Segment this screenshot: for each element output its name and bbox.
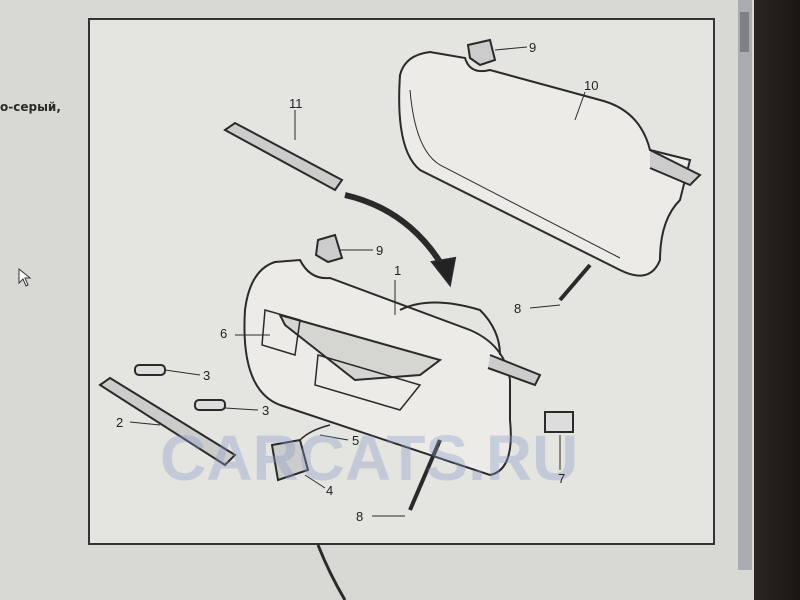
callout-9-upper: 9 xyxy=(529,40,536,55)
callout-6: 6 xyxy=(220,326,227,341)
mouse-cursor-icon xyxy=(18,267,32,292)
callout-8-lower: 8 xyxy=(356,509,363,524)
scrollbar[interactable] xyxy=(738,0,752,570)
callout-10: 10 xyxy=(584,78,598,93)
monitor-bezel xyxy=(754,0,800,600)
bulb-3a xyxy=(134,364,166,376)
socket-4 xyxy=(270,438,310,482)
direction-arrow xyxy=(344,192,448,272)
side-caption-text: о-серый, xyxy=(0,100,61,114)
callout-3a: 3 xyxy=(203,368,210,383)
clip-lower xyxy=(314,233,344,264)
watermark: CARCATS.RU xyxy=(160,422,578,494)
bulb-3b xyxy=(194,399,226,411)
callout-9-lower: 9 xyxy=(376,243,383,258)
callout-4: 4 xyxy=(326,483,333,498)
sun-visor-lower xyxy=(243,258,542,477)
screw-8-lower xyxy=(408,439,442,511)
callout-3b: 3 xyxy=(262,403,269,418)
callout-8-upper: 8 xyxy=(514,301,521,316)
light-lens-2 xyxy=(98,376,237,467)
sun-visor-upper xyxy=(398,50,702,277)
cap-7 xyxy=(544,411,574,433)
screw-8-upper xyxy=(558,263,592,302)
wire-5 xyxy=(299,424,331,441)
scrollbar-thumb[interactable] xyxy=(740,12,749,52)
callout-7: 7 xyxy=(558,471,565,486)
cable-below-frame xyxy=(316,544,347,600)
callout-11: 11 xyxy=(289,96,303,111)
callout-2: 2 xyxy=(116,415,123,430)
callout-5: 5 xyxy=(352,433,359,448)
callout-1: 1 xyxy=(394,263,401,278)
clip-upper xyxy=(466,38,497,67)
trim-strip-11 xyxy=(223,121,344,192)
